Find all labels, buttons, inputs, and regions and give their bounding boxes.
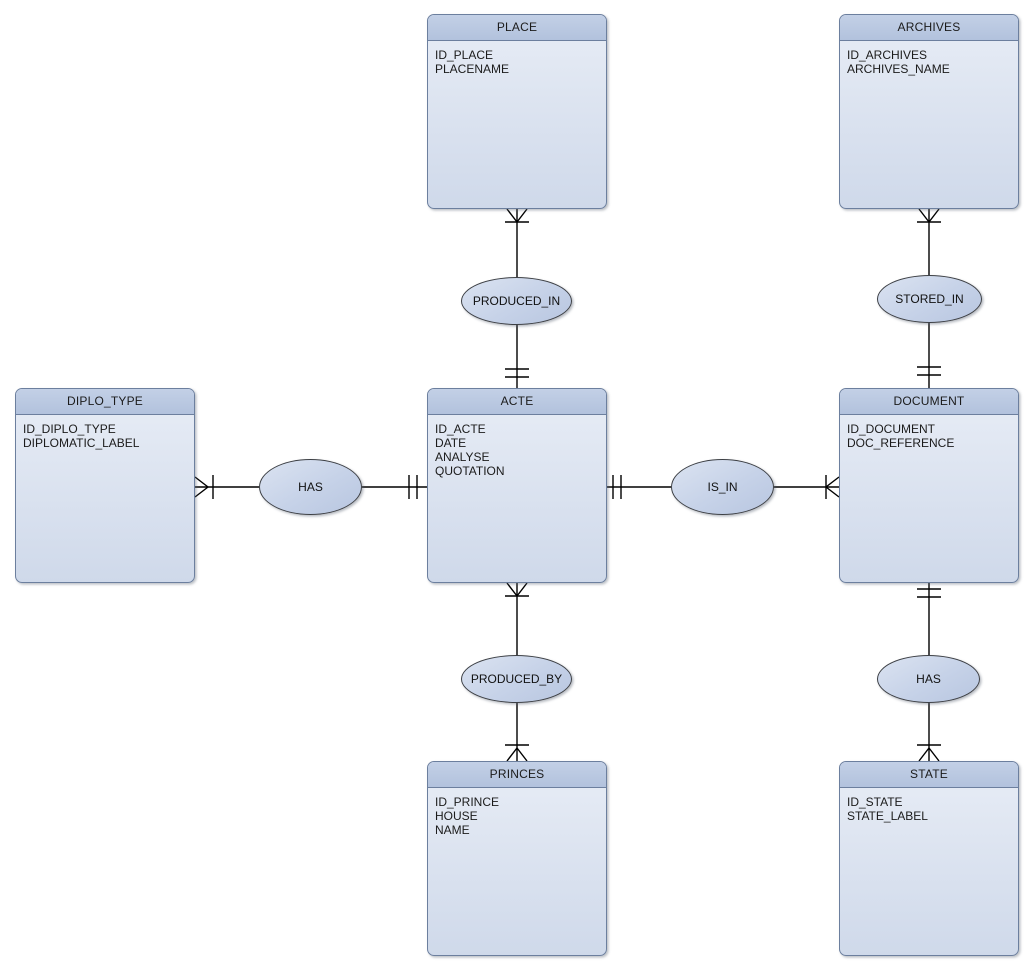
attribute: ID_ACTE [435,422,486,436]
connector-has-acte [362,475,427,499]
relationship-has-diplo-type[interactable]: HAS [259,459,362,515]
entity-acte-attributes: ID_ACTE DATE ANALYSE QUOTATION [428,415,606,478]
entity-diplo-type-title: DIPLO_TYPE [16,389,194,415]
attribute: NAME [435,823,470,837]
relationship-label: PRODUCED_IN [472,294,561,308]
attribute: DIPLOMATIC_LABEL [23,436,140,450]
attribute: ANALYSE [435,450,490,464]
entity-acte-title: ACTE [428,389,606,415]
relationship-label: HAS [916,672,941,686]
entity-state-title: STATE [840,762,1018,788]
connector-stored-in-document [917,323,941,388]
entity-princes[interactable]: PRINCES ID_PRINCE HOUSE NAME [427,761,607,956]
connector-produced-by-princes [505,703,529,762]
entity-place-attributes: ID_PLACE PLACENAME [428,41,606,76]
entity-document-attributes: ID_DOCUMENT DOC_REFERENCE [840,415,1018,450]
connector-acte-is-in [607,475,671,499]
entity-document[interactable]: DOCUMENT ID_DOCUMENT DOC_REFERENCE [839,388,1019,583]
connector-is-in-document [774,475,840,499]
connector-archives-stored-in [917,208,941,275]
connector-place-produced-in [505,208,529,277]
entity-document-title: DOCUMENT [840,389,1018,415]
entity-archives-attributes: ID_ARCHIVES ARCHIVES_NAME [840,41,1018,76]
attribute: PLACENAME [435,62,510,76]
relationship-produced-in[interactable]: PRODUCED_IN [461,277,572,325]
entity-place-title: PLACE [428,15,606,41]
connector-diplo-type-has [194,475,259,499]
entity-state-attributes: ID_STATE STATE_LABEL [840,788,1018,823]
relationship-label: IS_IN [707,480,738,494]
attribute: ARCHIVES_NAME [847,62,950,76]
attribute: STATE_LABEL [847,809,928,823]
relationship-produced-by[interactable]: PRODUCED_BY [461,655,572,703]
attribute: ID_STATE [847,795,903,809]
attribute: HOUSE [435,809,478,823]
entity-archives-title: ARCHIVES [840,15,1018,41]
connector-document-has [917,583,941,655]
attribute: QUOTATION [435,464,505,478]
relationship-has-state[interactable]: HAS [877,655,980,703]
attribute: DATE [435,436,467,450]
attribute: ID_PLACE [435,48,494,62]
attribute: ID_DIPLO_TYPE [23,422,116,436]
attribute: DOC_REFERENCE [847,436,955,450]
attribute: ID_PRINCE [435,795,500,809]
entity-archives[interactable]: ARCHIVES ID_ARCHIVES ARCHIVES_NAME [839,14,1019,209]
entity-princes-attributes: ID_PRINCE HOUSE NAME [428,788,606,837]
connector-produced-in-acte [505,325,529,388]
entity-diplo-type-attributes: ID_DIPLO_TYPE DIPLOMATIC_LABEL [16,415,194,450]
relationship-stored-in[interactable]: STORED_IN [877,275,982,323]
connector-has-state [917,703,941,762]
entity-diplo-type[interactable]: DIPLO_TYPE ID_DIPLO_TYPE DIPLOMATIC_LABE… [15,388,195,583]
relationship-label: STORED_IN [895,292,964,306]
connector-acte-produced-by [505,582,529,655]
relationship-label: PRODUCED_BY [470,672,563,686]
attribute: ID_DOCUMENT [847,422,936,436]
entity-state[interactable]: STATE ID_STATE STATE_LABEL [839,761,1019,956]
relationship-is-in[interactable]: IS_IN [671,459,774,515]
entity-place[interactable]: PLACE ID_PLACE PLACENAME [427,14,607,209]
attribute: ID_ARCHIVES [847,48,928,62]
entity-acte[interactable]: ACTE ID_ACTE DATE ANALYSE QUOTATION [427,388,607,583]
relationship-label: HAS [298,480,323,494]
entity-princes-title: PRINCES [428,762,606,788]
